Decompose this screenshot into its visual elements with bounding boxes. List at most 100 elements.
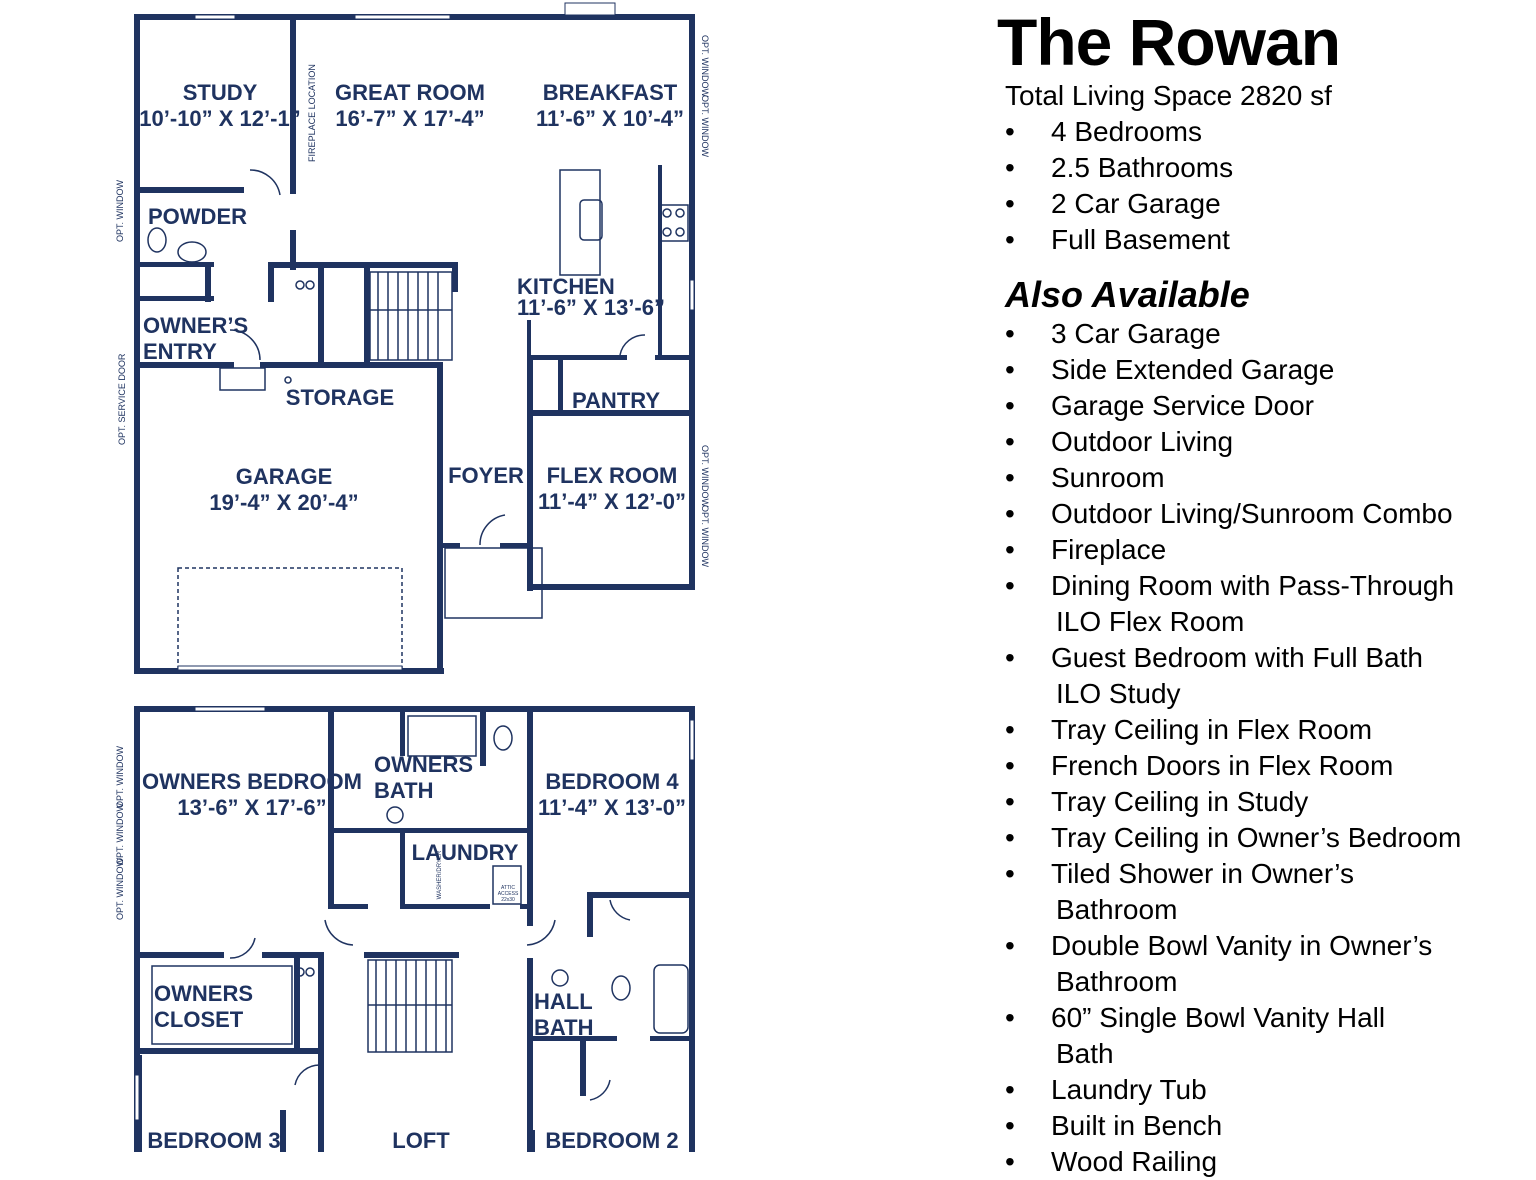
feature-item: •Full Basement <box>1005 222 1233 258</box>
room-name-line2: CLOSET <box>154 1007 244 1032</box>
room-dimensions: 13’-6” X 17’-6” <box>177 795 327 820</box>
bullet: • <box>1005 1146 1015 1177</box>
total-living-space: Total Living Space 2820 sf <box>1005 80 1332 111</box>
room-name-line1: HALL <box>534 989 593 1014</box>
bullet: • <box>1005 822 1015 853</box>
bullet: • <box>1005 858 1015 889</box>
option-text: Tray Ceiling in Flex Room <box>1051 714 1373 745</box>
option-text: Sunroom <box>1051 462 1165 493</box>
room-label-bedroom-2: BEDROOM 2 <box>545 1128 679 1153</box>
option-text: Guest Bedroom with Full Bath <box>1051 642 1423 673</box>
option-item: • Laundry Tub <box>1005 1072 1461 1108</box>
opt-window-note: OPT. WINDOW <box>700 95 710 157</box>
room-dimensions: 11’-4” X 13’-0” <box>538 795 686 820</box>
room-name: GREAT ROOM <box>335 80 485 105</box>
plan-title: The Rowan <box>997 5 1341 79</box>
bullet: • <box>1005 786 1015 817</box>
bullet: • <box>1005 426 1015 457</box>
option-text: Tiled Shower in Owner’s <box>1051 858 1354 889</box>
room-label-powder: POWDER <box>148 204 247 229</box>
room-label-bedroom-4: BEDROOM 4 11’-4” X 13’-0” <box>538 769 686 821</box>
option-text-continued: ILO Flex Room <box>1056 606 1245 637</box>
option-text: Side Extended Garage <box>1051 354 1335 385</box>
room-name: OWNERS BEDROOM <box>142 769 362 794</box>
washer-dryer-note: WASHER/DRYER <box>437 850 443 900</box>
option-item: •Built in Bench <box>1005 1108 1461 1144</box>
room-name-line1: OWNERS <box>154 981 253 1006</box>
attic-access-note: ATTIC ACCESS 22x30 <box>497 885 519 903</box>
feature-text: 2 Car Garage <box>1051 188 1221 219</box>
room-label-owners-closet: OWNERS CLOSET <box>154 981 253 1033</box>
bullet: • <box>1005 152 1015 183</box>
room-name-line2: BATH <box>374 778 434 803</box>
bullet: • <box>1005 116 1015 147</box>
option-text: Tray Ceiling in Owner’s Bedroom <box>1051 822 1462 853</box>
room-label-kitchen: KITCHEN 11’-6” X 13’-6” <box>517 274 665 320</box>
room-label-garage: GARAGE 19’-4” X 20’-4” <box>209 464 358 516</box>
room-dimensions: 10’-10” X 12’-1” <box>139 106 301 131</box>
option-text: Double Bowl Vanity in Owner’s <box>1051 930 1433 961</box>
room-label-pantry: PANTRY <box>572 388 660 413</box>
room-label-flex-room: FLEX ROOM 11’-4” X 12’-0” <box>538 463 686 515</box>
bullet: • <box>1005 1002 1015 1033</box>
feature-text: 4 Bedrooms <box>1051 116 1202 147</box>
fixtures-second-floor <box>151 715 689 1101</box>
option-text: Outdoor Living/Sunroom Combo <box>1051 498 1453 529</box>
opt-window-note: OPT. WINDOW <box>115 858 125 920</box>
room-dimensions: 11’-6” X 10’-4” <box>536 106 684 131</box>
room-name: BEDROOM 4 <box>545 769 679 794</box>
option-item: •Wood Railing <box>1005 1144 1461 1180</box>
bullet: • <box>1005 1074 1015 1105</box>
bullet: • <box>1005 750 1015 781</box>
room-label-great-room: GREAT ROOM 16’-7” X 17’-4” <box>335 80 485 132</box>
fireplace-location-note: FIREPLACE LOCATION <box>307 64 317 162</box>
bullet: • <box>1005 534 1015 565</box>
option-text-continued: Bathroom <box>1056 894 1178 925</box>
room-name-line2: BATH <box>534 1015 594 1040</box>
room-label-laundry: LAUNDRY <box>411 840 519 865</box>
room-label-foyer: FOYER <box>448 463 524 488</box>
option-text-continued: Bathroom <box>1056 966 1178 997</box>
opt-window-note: OPT. WINDOW <box>700 35 710 97</box>
option-text-continued: Bath <box>1056 1038 1114 1069</box>
option-text: 3 Car Garage <box>1051 318 1221 349</box>
option-item: •3 Car Garage <box>1005 316 1461 352</box>
option-item: •Tray Ceiling in Study <box>1005 784 1461 820</box>
room-label-loft: LOFT <box>392 1128 450 1153</box>
room-label-storage: STORAGE <box>285 385 395 410</box>
room-label-bedroom-3: BEDROOM 3 <box>147 1128 281 1153</box>
bullet: • <box>1005 714 1015 745</box>
windows-first-floor <box>177 2 695 671</box>
room-name-line1: OWNERS <box>374 752 473 777</box>
room-label-hall-bath: HALL BATH <box>534 989 593 1041</box>
option-item: •Sunroom <box>1005 460 1461 496</box>
walls-second-floor <box>134 706 695 1152</box>
option-text: Garage Service Door <box>1051 390 1315 421</box>
option-text: Fireplace <box>1051 534 1167 565</box>
option-item: • Tray Ceiling in Owner’s Bedroom <box>1005 820 1461 856</box>
option-item: • Fireplace <box>1005 532 1461 568</box>
bullet: • <box>1005 1110 1015 1141</box>
bullet: • <box>1005 498 1015 529</box>
option-text: Laundry Tub <box>1051 1074 1207 1105</box>
option-text: Outdoor Living <box>1051 426 1234 457</box>
option-text: Dining Room with Pass-Through <box>1051 570 1455 601</box>
room-dimensions: 11’-6” X 13’-6” <box>517 295 665 320</box>
options-list: •3 Car Garage•Side Extended Garage•Garag… <box>1005 316 1461 1180</box>
room-name: KITCHEN <box>517 274 615 299</box>
bullet: • <box>1005 930 1015 961</box>
option-item: •French Doors in Flex Room <box>1005 748 1461 784</box>
room-label-study: STUDY 10’-10” X 12’-1” <box>139 80 300 132</box>
room-name: BREAKFAST <box>542 80 678 105</box>
feature-text: 2.5 Bathrooms <box>1051 152 1234 183</box>
room-dimensions: 16’-7” X 17’-4” <box>335 106 485 131</box>
room-dimensions: 11’-4” X 12’-0” <box>538 489 686 514</box>
floor-plan-drawing <box>134 2 695 1152</box>
feature-text: Full Basement <box>1051 224 1230 255</box>
room-label-breakfast: BREAKFAST 11’-6” X 10’-4” <box>536 80 684 132</box>
room-label-owners-bedroom: OWNERS BEDROOM 13’-6” X 17’-6” <box>142 769 362 821</box>
features-list: •4 Bedrooms•2.5 Bathrooms•2 Car Garage•F… <box>1005 114 1233 258</box>
